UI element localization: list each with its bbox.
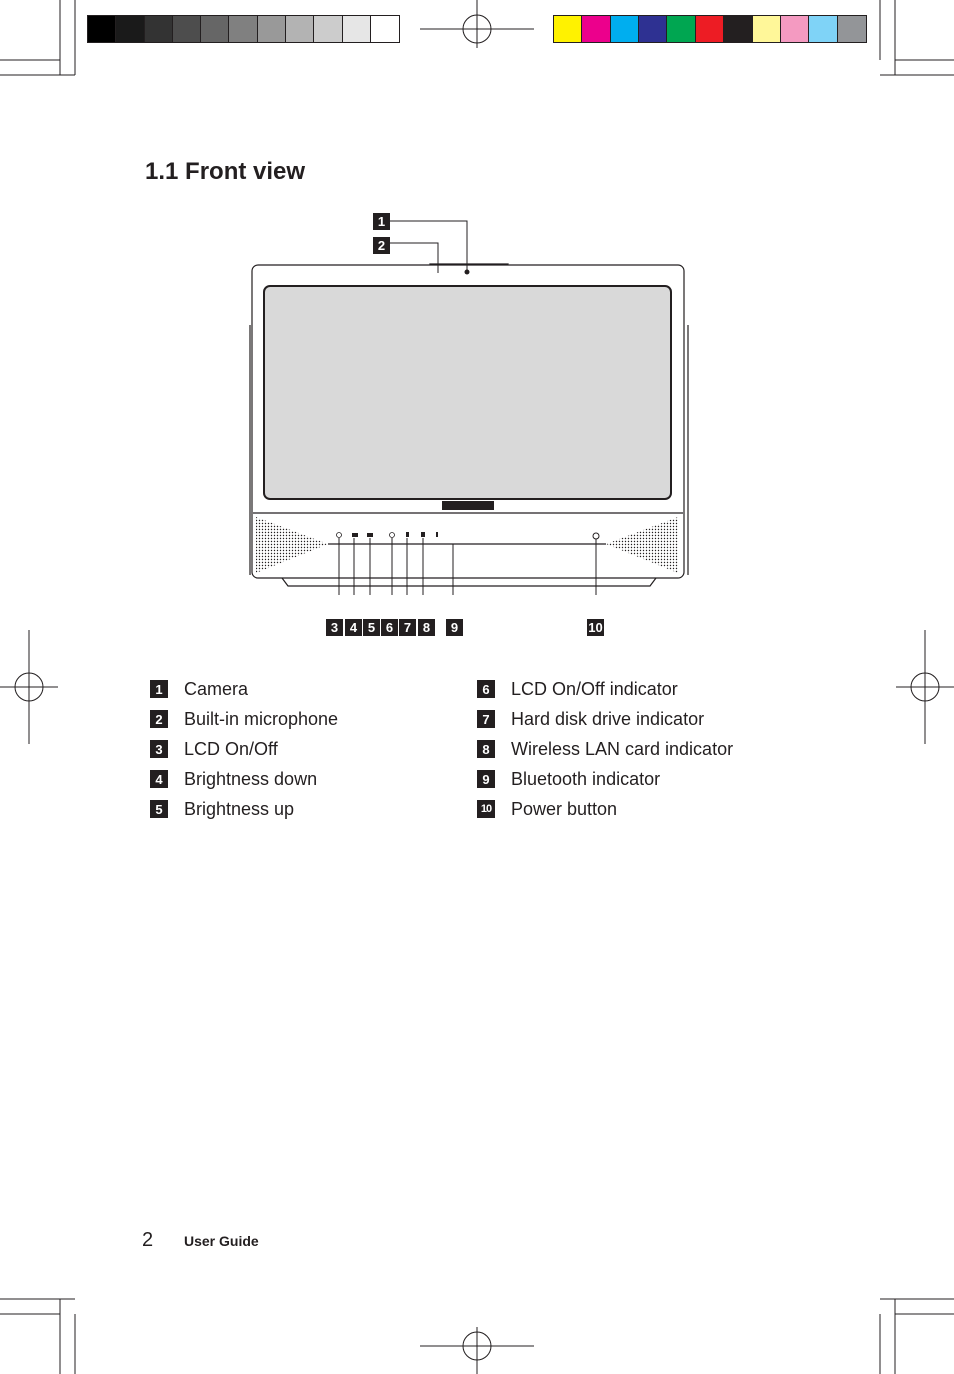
legend-item: 9 Bluetooth indicator xyxy=(477,764,733,794)
callout-3: 3 xyxy=(326,619,343,636)
page-number: 2 xyxy=(142,1229,154,1251)
gray-swatch xyxy=(229,16,258,42)
legend-number: 3 xyxy=(150,740,168,758)
legend-label: Brightness up xyxy=(184,798,295,819)
callout-4: 4 xyxy=(345,619,362,636)
gray-swatch xyxy=(257,16,286,42)
legend-number: 4 xyxy=(150,770,168,788)
legend-number: 6 xyxy=(477,680,495,698)
gray-swatch xyxy=(370,16,400,42)
callout-10: 10 xyxy=(587,619,604,636)
legend-item: 10 Power button xyxy=(477,794,733,824)
legend-label: Built-in microphone xyxy=(184,708,339,729)
color-swatch xyxy=(610,16,640,42)
color-swatch xyxy=(639,16,668,42)
color-swatch xyxy=(837,16,866,42)
legend-number: 2 xyxy=(150,710,168,728)
gray-swatch xyxy=(285,16,315,42)
legend-label: Brightness down xyxy=(184,768,318,789)
grayscale-bar xyxy=(87,15,400,43)
gray-swatch xyxy=(201,16,230,42)
callout-8: 8 xyxy=(418,619,435,636)
gray-swatch xyxy=(144,16,173,42)
legend-item: 4 Brightness down xyxy=(150,764,338,794)
callout-9: 9 xyxy=(446,619,463,636)
top-callout-leaders xyxy=(390,220,468,270)
lenovo-logo xyxy=(442,501,494,510)
section-heading: 1.1 Front view xyxy=(145,158,306,185)
legend-number: 7 xyxy=(477,710,495,728)
callout-5: 5 xyxy=(363,619,380,636)
color-swatch xyxy=(724,16,753,42)
legend-number: 9 xyxy=(477,770,495,788)
gray-swatch xyxy=(172,16,202,42)
legend-number: 10 xyxy=(477,800,495,818)
legend-item: 1 Camera xyxy=(150,674,338,704)
legend-label: Power button xyxy=(511,798,618,819)
color-swatch xyxy=(582,16,611,42)
color-swatch xyxy=(780,16,810,42)
all-in-one-front-illustration xyxy=(249,263,689,595)
legend-label: Hard disk drive indicator xyxy=(511,708,705,729)
legend-item: 3 LCD On/Off xyxy=(150,734,338,764)
color-swatch xyxy=(809,16,838,42)
color-swatch xyxy=(667,16,696,42)
gray-swatch xyxy=(116,16,145,42)
callout-7: 7 xyxy=(399,619,416,636)
legend-right: 6 LCD On/Off indicator 7 Hard disk drive… xyxy=(477,674,733,824)
callout-1: 1 xyxy=(373,213,390,230)
legend-label: Bluetooth indicator xyxy=(511,768,661,789)
color-swatch xyxy=(752,16,781,42)
gray-swatch xyxy=(88,16,117,42)
footer-title: User Guide xyxy=(184,1233,259,1249)
legend-label: Wireless LAN card indicator xyxy=(511,738,734,759)
legend-item: 7 Hard disk drive indicator xyxy=(477,704,733,734)
callout-6: 6 xyxy=(381,619,398,636)
color-swatch xyxy=(695,16,725,42)
legend-label: LCD On/Off indicator xyxy=(511,678,678,699)
legend-number: 5 xyxy=(150,800,168,818)
legend-item: 6 LCD On/Off indicator xyxy=(477,674,733,704)
callout-2: 2 xyxy=(373,237,390,254)
legend-number: 1 xyxy=(150,680,168,698)
gray-swatch xyxy=(314,16,343,42)
legend-item: 5 Brightness up xyxy=(150,794,338,824)
color-swatch xyxy=(554,16,583,42)
legend-item: 2 Built-in microphone xyxy=(150,704,338,734)
legend-label: Camera xyxy=(184,678,249,699)
legend-item: 8 Wireless LAN card indicator xyxy=(477,734,733,764)
color-bar xyxy=(553,15,867,43)
legend-left: 1 Camera 2 Built-in microphone 3 LCD On/… xyxy=(150,674,338,824)
gray-swatch xyxy=(342,16,371,42)
legend-number: 8 xyxy=(477,740,495,758)
legend-label: LCD On/Off xyxy=(184,738,278,759)
